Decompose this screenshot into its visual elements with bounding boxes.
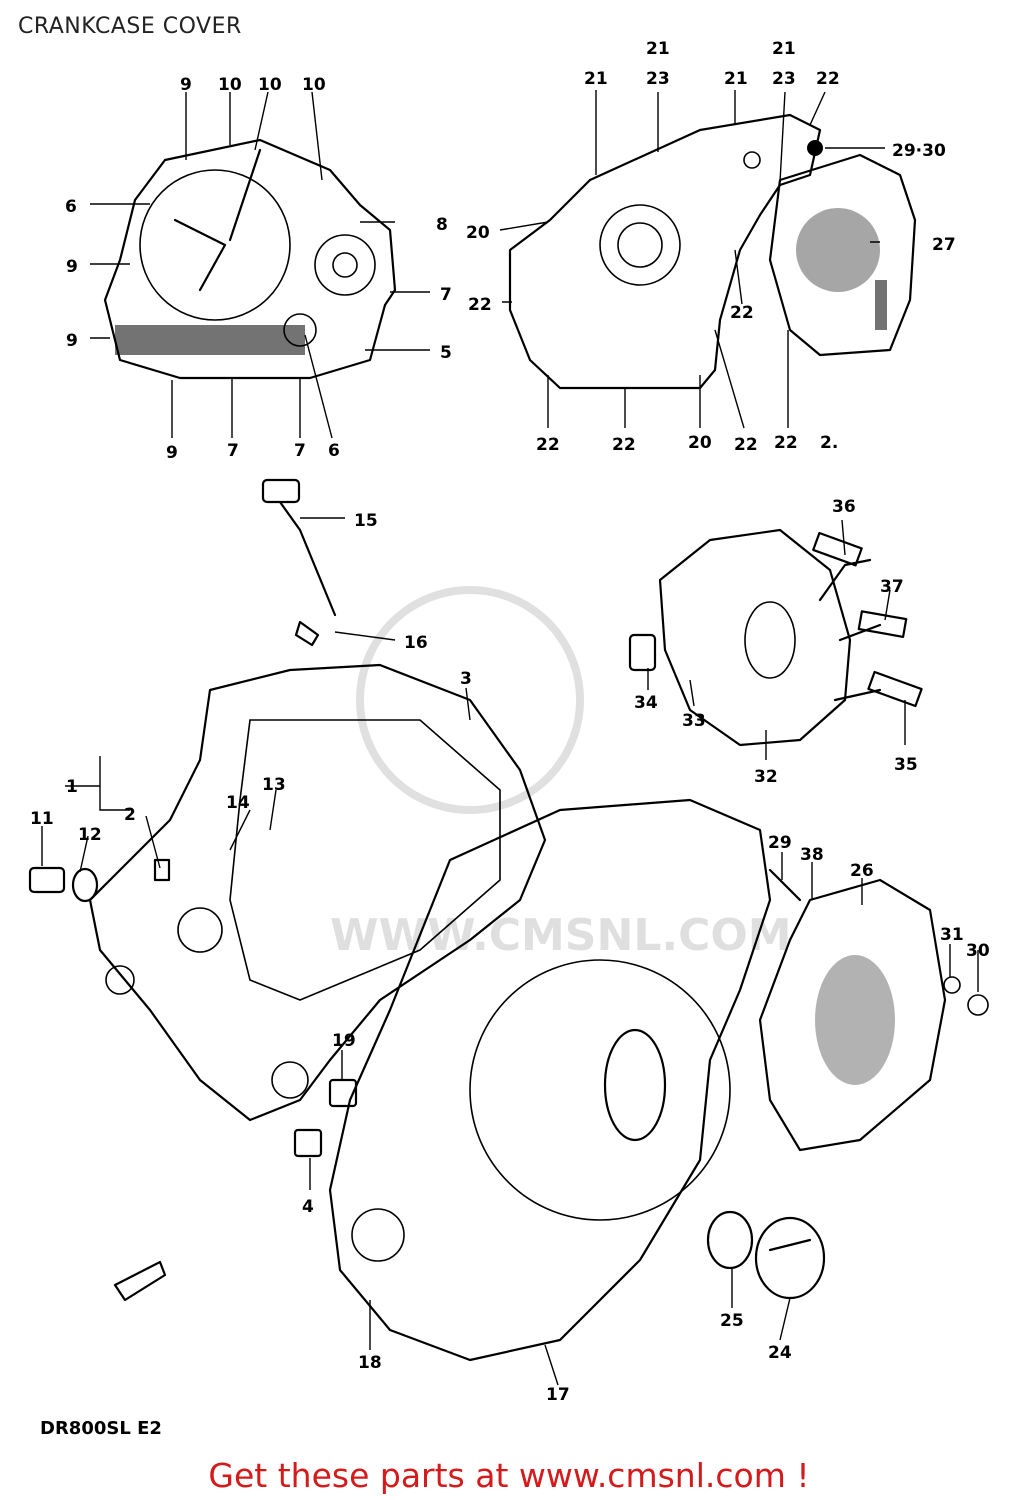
callout-9a: 9 — [180, 75, 192, 95]
footer-link[interactable]: Get these parts at www.cmsnl.com ! — [208, 1456, 810, 1495]
callout-22c: 22 — [730, 303, 754, 323]
callout-37: 37 — [880, 577, 904, 597]
callout-10b: 10 — [258, 75, 282, 95]
callout-19: 19 — [332, 1031, 356, 1051]
callout-20a: 20 — [466, 223, 490, 243]
callout-9d: 9 — [166, 443, 178, 463]
callout-22f: 22 — [734, 435, 758, 455]
page-title: CRANKCASE COVER — [18, 14, 242, 39]
callout-2-top: 2. — [820, 433, 838, 453]
callout-12: 12 — [78, 825, 102, 845]
model-label: DR800SL E2 — [40, 1418, 162, 1439]
callout-23a: 23 — [646, 69, 670, 89]
callout-1: 1 — [66, 777, 78, 797]
callout-22a: 22 — [816, 69, 840, 89]
callout-29-30a: 29·30 — [892, 141, 946, 161]
parts-diagram: WWW.CMSNL.COM — [28, 39, 990, 1405]
callout-3: 3 — [460, 669, 472, 689]
callout-35: 35 — [894, 755, 918, 775]
callout-25: 25 — [720, 1311, 744, 1331]
callout-33: 33 — [682, 711, 706, 731]
callout-21d: 21 — [772, 39, 796, 59]
crankcase — [28, 663, 547, 1158]
callout-27: 27 — [932, 235, 956, 255]
large-cover — [328, 798, 772, 1362]
callout-26: 26 — [850, 861, 874, 881]
callout-14: 14 — [226, 793, 250, 813]
callout-18: 18 — [358, 1353, 382, 1373]
small-cover — [758, 868, 989, 1152]
oring-and-cap — [706, 1210, 826, 1300]
callout-6a: 6 — [65, 197, 77, 217]
callout-22e: 22 — [612, 435, 636, 455]
callout-7c: 7 — [294, 441, 306, 461]
callout-9c: 9 — [66, 331, 78, 351]
callout-22b: 22 — [468, 295, 492, 315]
leader-lines — [41, 90, 979, 1386]
callout-5: 5 — [440, 343, 452, 363]
callout-13: 13 — [262, 775, 286, 795]
callout-23b: 23 — [772, 69, 796, 89]
callout-29: 29 — [768, 833, 792, 853]
callout-10a: 10 — [218, 75, 242, 95]
callout-21a: 21 — [646, 39, 670, 59]
callout-2: 2 — [124, 805, 136, 825]
callout-7b: 7 — [227, 441, 239, 461]
clutch-cover — [103, 138, 397, 380]
callout-7a: 7 — [440, 285, 452, 305]
callout-30: 30 — [966, 941, 990, 961]
callout-17: 17 — [546, 1385, 570, 1405]
callout-32: 32 — [754, 767, 778, 787]
callout-22d: 22 — [536, 435, 560, 455]
callout-34: 34 — [634, 693, 658, 713]
watermark: WWW.CMSNL.COM — [330, 586, 792, 961]
callout-11: 11 — [30, 809, 54, 829]
callout-36: 36 — [832, 497, 856, 517]
watermark-text: WWW.CMSNL.COM — [330, 910, 792, 961]
callout-21c: 21 — [724, 69, 748, 89]
callout-38: 38 — [800, 845, 824, 865]
callout-8: 8 — [436, 215, 448, 235]
callout-9b: 9 — [66, 257, 78, 277]
callout-24: 24 — [768, 1343, 792, 1363]
callout-21b: 21 — [584, 69, 608, 89]
callouts: 9 10 10 10 6 8 9 7 9 5 9 7 7 6 21 21 23 … — [30, 39, 990, 1405]
callout-20b: 20 — [688, 433, 712, 453]
callout-10c: 10 — [302, 75, 326, 95]
callout-16: 16 — [404, 633, 428, 653]
generator-cover — [508, 113, 917, 390]
water-pump-cover — [628, 528, 923, 747]
callout-31: 31 — [940, 925, 964, 945]
dipstick — [261, 478, 337, 647]
front-arrow — [113, 1260, 167, 1302]
callout-15: 15 — [354, 511, 378, 531]
callout-22g: 22 — [774, 433, 798, 453]
callout-6b: 6 — [328, 441, 340, 461]
callout-4: 4 — [302, 1197, 314, 1217]
